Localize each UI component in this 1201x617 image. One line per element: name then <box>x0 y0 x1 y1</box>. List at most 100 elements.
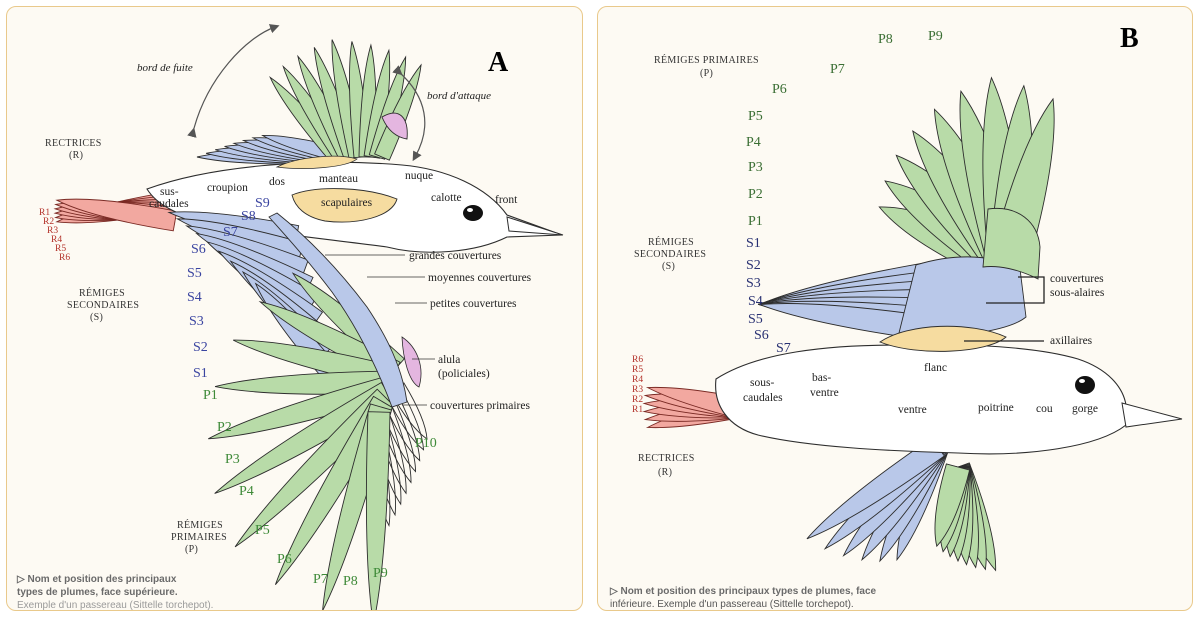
label-sous: sous- <box>750 377 774 389</box>
secondary-label-s1: S1 <box>746 236 761 251</box>
label-caudales: caudales <box>149 198 189 210</box>
primary-label-p8: P8 <box>343 574 358 589</box>
caption-b-line1: ▷ Nom et position des principaux types d… <box>610 586 876 597</box>
eye-highlight <box>467 208 473 212</box>
near-wing <box>169 212 427 610</box>
label-calotte: calotte <box>431 192 462 204</box>
label-rectrices-title: RECTRICES <box>45 138 102 149</box>
primary-label-p5: P5 <box>255 523 270 538</box>
label-bas: bas- <box>812 372 831 384</box>
beak <box>1122 403 1182 427</box>
primary-label-p9: P9 <box>373 566 388 581</box>
primary-label-p10: P10 <box>415 436 437 451</box>
rectrix-label-r6: R6 <box>632 355 643 365</box>
label-alula: alula <box>438 354 460 366</box>
secondary-label-s5: S5 <box>187 266 202 281</box>
caption-b: ▷ Nom et position des principaux types d… <box>610 585 876 611</box>
secondary-label-s3: S3 <box>189 314 204 329</box>
caption-a: ▷ Nom et position des principaux types d… <box>17 573 213 611</box>
label-ventre: ventre <box>898 404 927 416</box>
secondary-label-s6: S6 <box>754 328 769 343</box>
label-petites-couvertures: petites couvertures <box>430 298 517 310</box>
label-front: front <box>495 194 518 206</box>
label-gorge: gorge <box>1072 403 1098 415</box>
upper-wing <box>197 40 421 164</box>
rectrices-labels: R6R5R4R3R2R1 <box>632 355 643 415</box>
label-remiges-secondaires-abbr: (S) <box>662 261 675 272</box>
secondary-label-s8: S8 <box>241 209 256 224</box>
primary-label-p7: P7 <box>313 572 328 587</box>
primary-label-p4: P4 <box>746 135 761 150</box>
primary-label-p3: P3 <box>225 452 240 467</box>
label-grandes-couvertures: grandes couvertures <box>409 250 502 262</box>
secondary-label-s4: S4 <box>187 290 202 305</box>
secondary-label-s5: S5 <box>748 312 763 327</box>
label-rectrices-abbr: (R) <box>69 150 83 161</box>
label-bord-d-attaque: bord d'attaque <box>427 90 491 102</box>
primary-label-p6: P6 <box>277 552 292 567</box>
label-sous-alaires: sous-alaires <box>1050 287 1105 299</box>
label-rectrices-abbr: (R) <box>658 467 672 478</box>
label-dos: dos <box>269 176 286 188</box>
label-remiges-secondaires-1: RÉMIGES <box>648 236 694 248</box>
caption-a-line2: types de plumes, face supérieure. <box>17 587 178 598</box>
label-rectrices-title: RECTRICES <box>638 453 695 464</box>
label-remiges-primaires-1: RÉMIGES <box>177 519 223 531</box>
rectrix-label-r3: R3 <box>632 385 643 395</box>
secondary-label-s2: S2 <box>193 340 208 355</box>
rectrix-label-r5: R5 <box>632 365 643 375</box>
label-nuque: nuque <box>405 170 433 182</box>
rectrix-label-r6: R6 <box>59 253 70 263</box>
panel-a-upper-view: A bord de fuite bord d'attaque RECTRICES… <box>6 6 583 611</box>
label-manteau: manteau <box>319 173 358 185</box>
panel-a-illustration: A bord de fuite bord d'attaque RECTRICES… <box>7 7 582 610</box>
label-couvertures: couvertures <box>1050 273 1104 285</box>
label-ventre-small: ventre <box>810 387 839 399</box>
label-moyennes-couvertures: moyennes couvertures <box>428 272 532 284</box>
label-flanc: flanc <box>924 362 947 374</box>
label-scapulaires: scapulaires <box>321 197 373 209</box>
label-remiges-primaires-abbr: (P) <box>700 68 713 79</box>
label-remiges-secondaires-abbr: (S) <box>90 312 103 323</box>
primary-label-p5: P5 <box>748 109 763 124</box>
primary-label-p8: P8 <box>878 32 893 47</box>
secondary-label-s4: S4 <box>748 294 763 309</box>
primary-label-p4: P4 <box>239 484 254 499</box>
label-remiges-primaires-abbr: (P) <box>185 544 198 555</box>
label-remiges-primaires: RÉMIGES PRIMAIRES <box>654 54 759 66</box>
caption-a-line1: ▷ Nom et position des principaux <box>17 574 176 585</box>
primary-label-p6: P6 <box>772 82 787 97</box>
panel-b-illustration: B RÉMIGES PRIMAIRES (P) RÉMIGES SECONDAI… <box>598 7 1192 610</box>
rectrix-label-r4: R4 <box>632 375 643 385</box>
caption-a-line3: Exemple d'un passereau (Sittelle torchep… <box>17 600 213 611</box>
primary-label-p2: P2 <box>217 420 232 435</box>
primary-label-p3: P3 <box>748 160 763 175</box>
eye <box>463 205 483 221</box>
label-sus: sus- <box>160 186 179 198</box>
rectrix-label-r2: R2 <box>632 395 643 405</box>
rectrix-label-r1: R1 <box>632 405 643 415</box>
label-remiges-primaires-2: PRIMAIRES <box>171 532 227 543</box>
label-axillaires: axillaires <box>1050 335 1093 347</box>
bord-de-fuite-arrow <box>193 27 275 132</box>
secondary-label-s6: S6 <box>191 242 206 257</box>
label-couvertures-primaires: couvertures primaires <box>430 400 530 412</box>
primary-label-p1: P1 <box>748 214 763 229</box>
label-remiges-secondaires-1: RÉMIGES <box>79 287 125 299</box>
caption-b-line2: inférieure. Exemple d'un passereau (Sitt… <box>610 599 854 610</box>
secondary-label-s7: S7 <box>776 341 791 356</box>
panel-b-lower-view: B RÉMIGES PRIMAIRES (P) RÉMIGES SECONDAI… <box>597 6 1193 611</box>
alula-patch <box>402 337 421 387</box>
label-cou: cou <box>1036 403 1053 415</box>
primary-label-p7: P7 <box>830 62 845 77</box>
primary-label-p1: P1 <box>203 388 218 403</box>
label-remiges-secondaires-2: SECONDAIRES <box>634 249 706 260</box>
secondary-label-s7: S7 <box>223 225 238 240</box>
primary-label-p2: P2 <box>748 187 763 202</box>
sous-alaires-coverts <box>898 257 1026 337</box>
bird-body <box>716 345 1178 454</box>
lower-wing <box>807 438 996 570</box>
secondary-label-s9: S9 <box>255 196 270 211</box>
panel-letter-b: B <box>1120 23 1139 54</box>
secondary-label-s2: S2 <box>746 258 761 273</box>
